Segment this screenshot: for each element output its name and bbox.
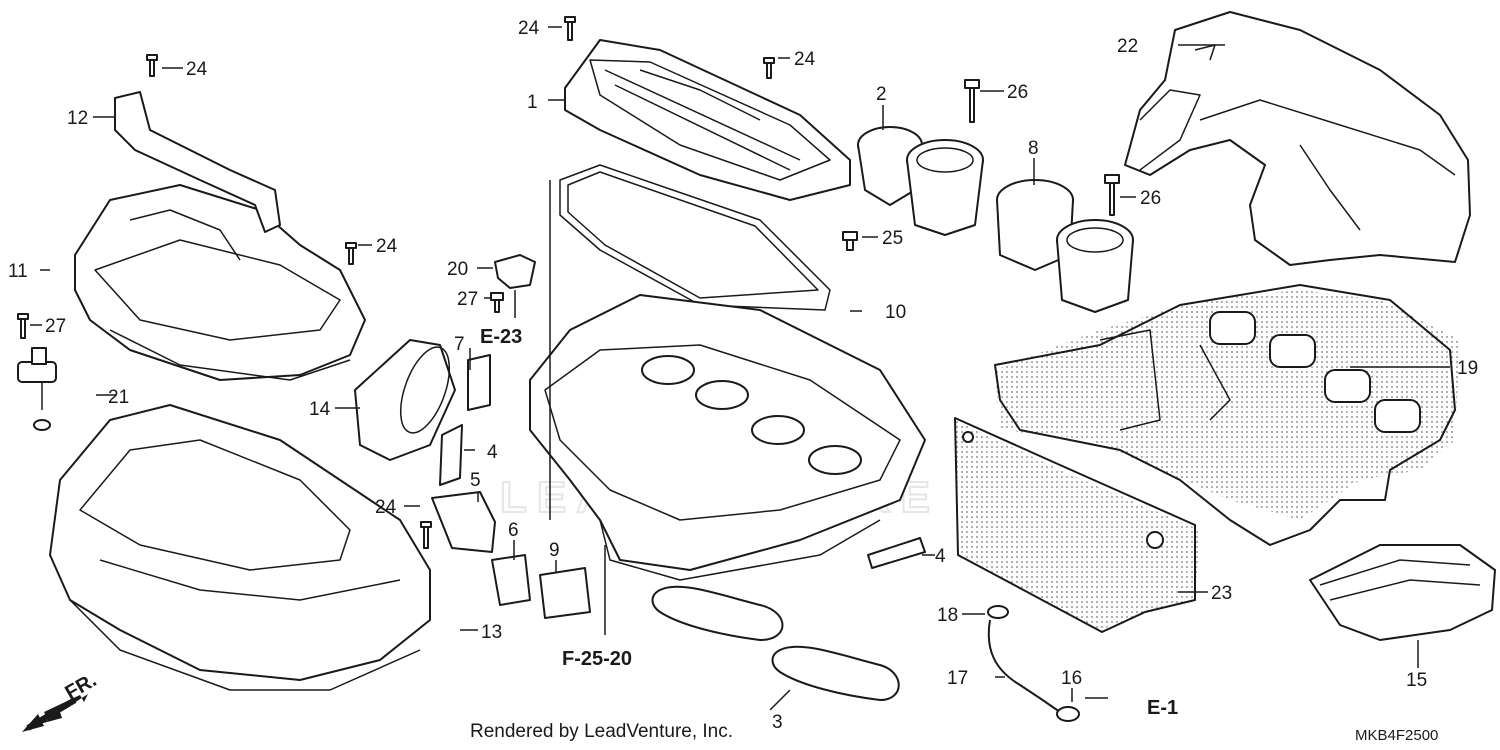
bolt-icon xyxy=(17,16,1120,549)
part-23-guard-plate[interactable] xyxy=(954,417,1200,633)
callout-27-b: 27 xyxy=(45,316,66,337)
callout-26-a: 26 xyxy=(1007,82,1028,103)
part-6-foam[interactable] xyxy=(491,554,531,606)
callout-19: 19 xyxy=(1457,358,1478,379)
callout-25: 25 xyxy=(882,228,903,249)
callout-24-b: 24 xyxy=(794,49,816,70)
part-4-foam-lower[interactable] xyxy=(867,537,926,569)
part-4-foam-upper[interactable] xyxy=(439,424,463,486)
part-11-cover[interactable] xyxy=(74,184,366,381)
callout-20: 20 xyxy=(447,259,468,280)
part-21-actuator[interactable] xyxy=(17,347,57,431)
callout-14: 14 xyxy=(309,399,331,420)
callout-3: 3 xyxy=(772,712,783,733)
part-22-upper-cover[interactable] xyxy=(1124,11,1471,266)
part-20-sensor[interactable] xyxy=(494,254,536,289)
part-3-gaskets[interactable] xyxy=(651,585,900,701)
callout-6: 6 xyxy=(508,520,519,541)
part-14-joint[interactable] xyxy=(354,339,459,461)
part-15-duct[interactable] xyxy=(1309,544,1496,641)
callout-16: 16 xyxy=(1061,668,1082,689)
diagram-code: MKB4F2500 xyxy=(1355,727,1438,744)
callout-10: 10 xyxy=(885,302,906,323)
callout-13: 13 xyxy=(481,622,502,643)
part-7-foam[interactable] xyxy=(467,354,491,411)
callout-22: 22 xyxy=(1117,36,1138,57)
ref-e23[interactable]: E-23 xyxy=(480,326,522,348)
part-12-bracket[interactable] xyxy=(114,91,281,233)
part-1-air-filter[interactable] xyxy=(564,39,851,201)
ref-e1[interactable]: E-1 xyxy=(1147,697,1178,719)
callout-23: 23 xyxy=(1211,583,1232,604)
callout-9: 9 xyxy=(549,540,560,561)
callout-17: 17 xyxy=(947,668,968,689)
part-19-lower-cover[interactable] xyxy=(994,284,1460,546)
callout-12: 12 xyxy=(67,108,88,129)
callout-5: 5 xyxy=(470,470,481,491)
callout-24-d: 24 xyxy=(376,236,398,257)
part-2-funnel[interactable] xyxy=(857,126,984,236)
callout-4-upper: 4 xyxy=(487,442,498,463)
callout-15: 15 xyxy=(1406,670,1427,691)
leader-lines xyxy=(30,26,1450,711)
callout-11: 11 xyxy=(8,261,28,282)
callout-7: 7 xyxy=(454,334,465,355)
callout-2: 2 xyxy=(876,84,887,105)
part-5-foam[interactable] xyxy=(431,491,496,553)
callout-26-b: 26 xyxy=(1140,188,1161,209)
part-10-seal[interactable] xyxy=(559,164,831,311)
callout-21: 21 xyxy=(108,387,129,408)
part-3-air-cleaner-case[interactable] xyxy=(529,294,926,581)
part-16-clamp[interactable] xyxy=(1056,706,1080,722)
part-8-funnel[interactable] xyxy=(996,179,1134,313)
part-13-lower-case[interactable] xyxy=(49,404,431,691)
callout-24-e: 24 xyxy=(375,497,397,518)
credit-text: Rendered by LeadVenture, Inc. xyxy=(470,721,733,742)
front-label: FR. xyxy=(62,669,101,704)
callout-8: 8 xyxy=(1028,138,1039,159)
ref-f2520[interactable]: F-25-20 xyxy=(562,648,632,670)
part-9-foam[interactable] xyxy=(539,567,591,619)
front-arrow-icon xyxy=(22,694,88,732)
callout-4-lower: 4 xyxy=(935,546,946,567)
callout-18: 18 xyxy=(937,605,958,626)
part-17-hose[interactable] xyxy=(987,619,1061,713)
callout-1: 1 xyxy=(527,92,538,113)
callout-24-c: 24 xyxy=(186,59,208,80)
part-18-clamp[interactable] xyxy=(987,605,1009,619)
callout-27-a: 27 xyxy=(457,289,478,310)
callout-24-a: 24 xyxy=(518,18,540,39)
